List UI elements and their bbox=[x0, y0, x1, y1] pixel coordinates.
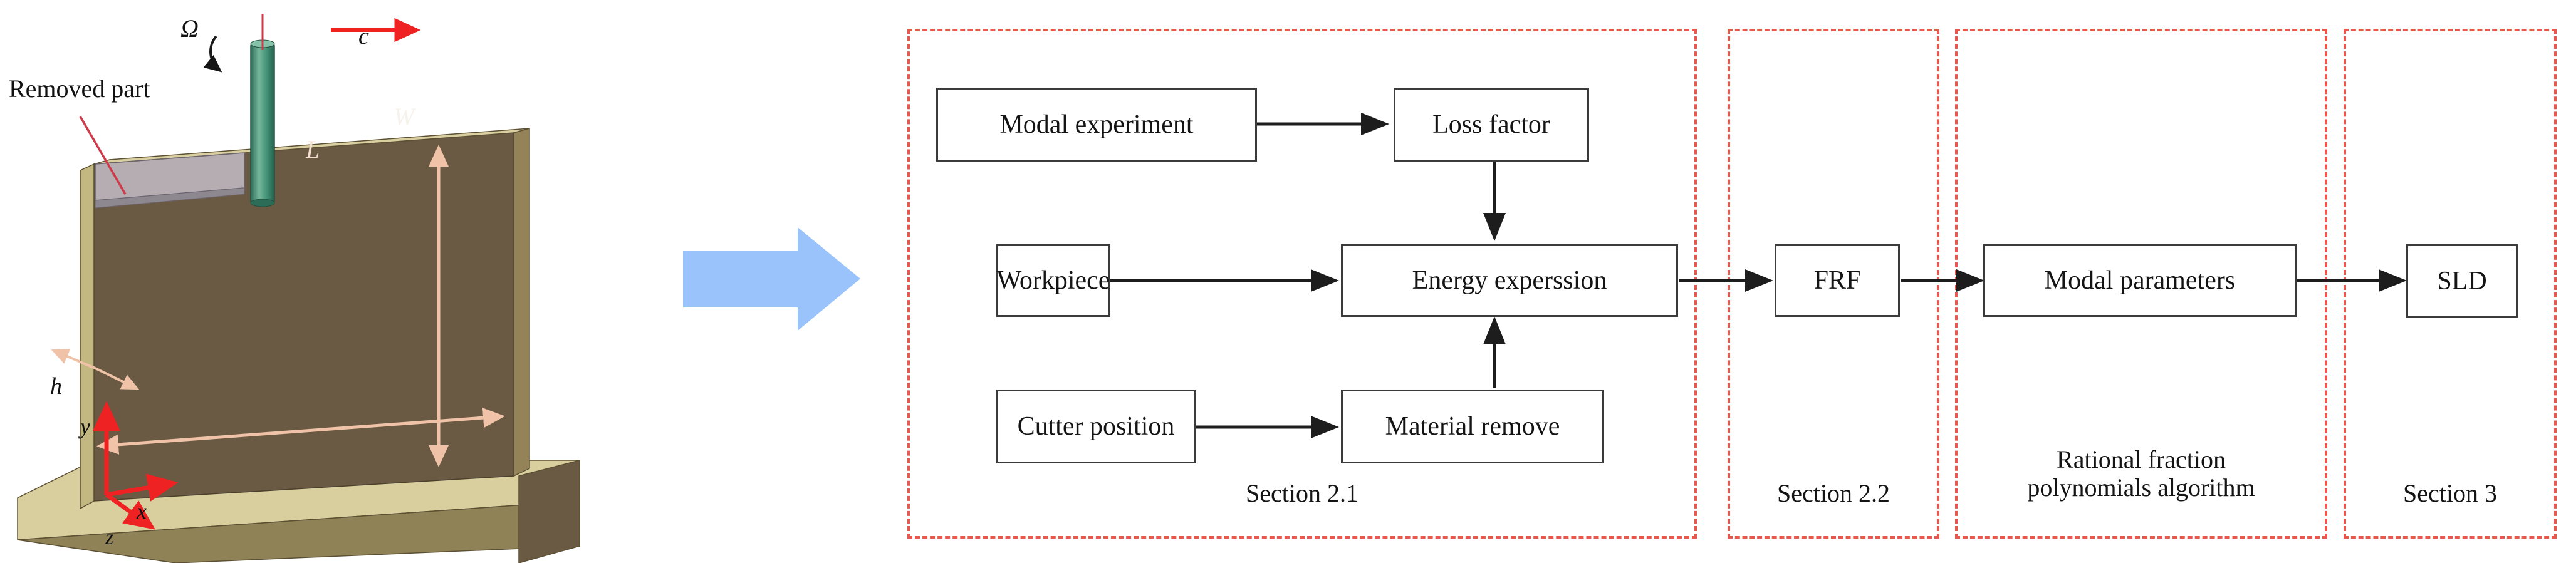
node-frf[interactable]: FRF bbox=[1775, 244, 1900, 317]
length-dimension-arrow bbox=[96, 408, 505, 455]
thickness-dimension-arrow-2 bbox=[95, 367, 140, 390]
node-material-remove[interactable]: Material remove bbox=[1341, 390, 1604, 463]
blue-right-arrow-shape bbox=[683, 227, 860, 331]
section-box-rfp bbox=[1955, 29, 2327, 539]
section-label-3: Section 3 bbox=[2403, 479, 2497, 507]
thickness-dimension-arrow-1 bbox=[51, 349, 96, 369]
node-sld[interactable]: SLD bbox=[2406, 244, 2518, 318]
thickness-label: h bbox=[50, 373, 62, 400]
node-cutter-position[interactable]: Cutter position bbox=[996, 390, 1196, 463]
section-label-2-1: Section 2.1 bbox=[1246, 479, 1358, 507]
blue-right-arrow bbox=[680, 224, 868, 337]
node-energy-expression[interactable]: Energy experssion bbox=[1341, 244, 1678, 317]
workpiece-svg bbox=[17, 14, 580, 563]
section-box-3 bbox=[2344, 29, 2557, 539]
axis-x-label: x bbox=[137, 498, 147, 524]
axis-y-label: y bbox=[80, 414, 90, 439]
axis-z-label: z bbox=[105, 526, 114, 549]
node-modal-parameters[interactable]: Modal parameters bbox=[1983, 244, 2297, 317]
section-box-2-2 bbox=[1728, 29, 1939, 539]
removed-part-slab bbox=[95, 152, 245, 209]
workpiece-illustration: Removed part Ω c W L h y x z bbox=[0, 0, 664, 563]
omega-label: Ω bbox=[180, 14, 199, 43]
section-label-2-2: Section 2.2 bbox=[1777, 479, 1890, 507]
feed-label: c bbox=[358, 23, 369, 49]
removed-part-label: Removed part bbox=[9, 75, 150, 103]
cutter-tool bbox=[250, 14, 275, 207]
node-workpiece[interactable]: Workpiece bbox=[996, 244, 1110, 317]
node-modal-experiment[interactable]: Modal experiment bbox=[936, 88, 1257, 162]
omega-rotation-arrow bbox=[203, 35, 222, 73]
section-box-2-1 bbox=[907, 29, 1697, 539]
node-loss-factor[interactable]: Loss factor bbox=[1394, 88, 1589, 162]
length-label: L bbox=[306, 135, 320, 163]
section-label-rfp: Rational fraction polynomials algorithm bbox=[2027, 445, 2255, 502]
coordinate-axes bbox=[92, 401, 179, 530]
width-label: W bbox=[394, 103, 415, 131]
process-flowchart: Section 2.1 Section 2.2 Rational fractio… bbox=[896, 0, 2576, 563]
